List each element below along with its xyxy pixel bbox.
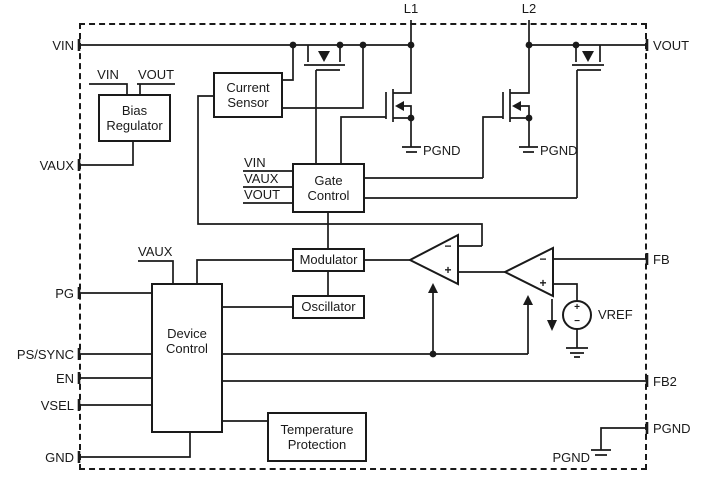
wire-l1-branch bbox=[393, 20, 412, 94]
wire-current-sensor-bottom-tap bbox=[283, 45, 364, 109]
wire-comp2-plus-vref bbox=[553, 283, 578, 302]
bias-arrow-2-head bbox=[523, 295, 533, 305]
l1-pgnd-ground-symbol bbox=[402, 146, 421, 153]
output-mosfet bbox=[572, 45, 604, 198]
temperature-protection-label: Temperature Protection bbox=[280, 421, 354, 452]
wire-modulator-left bbox=[196, 259, 292, 283]
pin-label-vout: VOUT bbox=[653, 38, 690, 53]
l2-pgnd-ground-symbol bbox=[519, 146, 538, 153]
pin-label-fb: FB bbox=[653, 252, 670, 267]
gate-control-label: Gate Control bbox=[307, 172, 350, 203]
output-mosfet-diode-arrow bbox=[582, 51, 594, 62]
error-comparator-plus: + bbox=[444, 263, 452, 277]
modulator-label: Modulator bbox=[299, 252, 358, 268]
temperature-protection-block: Temperature Protection bbox=[267, 412, 367, 462]
wire-gate-input-underlines bbox=[243, 170, 292, 204]
vref-ground-symbol bbox=[566, 347, 588, 358]
current-sensor-block: Current Sensor bbox=[213, 72, 283, 118]
oscillator-block: Oscillator bbox=[292, 295, 365, 319]
bias-regulator-label: Bias Regulator bbox=[106, 102, 163, 133]
pin-label-l1: L1 bbox=[403, 1, 419, 16]
wire-vaux-tap bbox=[138, 260, 174, 283]
pgnd-bottom-ground-symbol bbox=[591, 449, 611, 456]
pgnd-ground-label-l1: PGND bbox=[423, 143, 461, 158]
pin-ticks bbox=[77, 39, 649, 463]
bias-input-vin-label: VIN bbox=[97, 67, 119, 82]
gate-input-vin-label: VIN bbox=[244, 155, 266, 170]
error-comparator-triangle bbox=[407, 233, 459, 286]
arrowheads bbox=[318, 51, 594, 331]
vref-label: VREF bbox=[598, 307, 633, 322]
error-comparator-minus: − bbox=[444, 239, 452, 253]
bias-regulator-block: Bias Regulator bbox=[98, 94, 171, 142]
wire-current-sensor-top-tap bbox=[283, 45, 294, 81]
pin-label-gnd: GND bbox=[45, 450, 74, 465]
wire-gnd-pin bbox=[79, 433, 191, 458]
wire-bias-vin-underline bbox=[89, 83, 128, 94]
vref-minus-sign: − bbox=[574, 316, 580, 327]
pgnd-ground-label-l2: PGND bbox=[540, 143, 578, 158]
feedback-comparator-minus: − bbox=[539, 252, 547, 266]
wire-current-sense-to-comparator bbox=[197, 95, 483, 246]
gate-control-block: Gate Control bbox=[292, 163, 365, 213]
current-sensor-label: Current Sensor bbox=[226, 79, 270, 110]
l2-mosfet bbox=[482, 89, 530, 178]
bias-input-vout-label: VOUT bbox=[137, 67, 175, 82]
junction-dots bbox=[289, 41, 580, 358]
l1-mosfet-body-arrow bbox=[395, 101, 404, 111]
pin-label-vsel: VSEL bbox=[40, 398, 74, 413]
vref-plus-sign: + bbox=[574, 302, 580, 313]
pin-label-vin: VIN bbox=[52, 38, 74, 53]
wire-bias-vout-underline bbox=[137, 83, 175, 94]
comparators bbox=[407, 233, 592, 330]
feedback-comparator-triangle bbox=[502, 246, 554, 298]
feedback-comparator-plus: + bbox=[539, 276, 547, 290]
device-vaux-tap-label: VAUX bbox=[138, 244, 173, 259]
l1-mosfet bbox=[340, 89, 412, 163]
gate-input-vout-label: VOUT bbox=[244, 187, 281, 202]
pin-label-fb2: FB2 bbox=[653, 374, 677, 389]
wire-pgnd-pin bbox=[600, 427, 647, 450]
input-mosfet bbox=[304, 45, 345, 163]
wire-vaux-pin bbox=[79, 142, 134, 166]
pin-label-pg: PG bbox=[55, 286, 74, 301]
device-control-block: Device Control bbox=[151, 283, 223, 433]
gate-input-vaux-label: VAUX bbox=[244, 171, 279, 186]
modulator-block: Modulator bbox=[292, 248, 365, 272]
vref-current-arrow-head bbox=[547, 320, 557, 331]
vref-source-circle bbox=[562, 300, 592, 330]
pin-label-l2: L2 bbox=[521, 1, 537, 16]
pin-label-pgnd: PGND bbox=[653, 421, 691, 436]
pin-label-en: EN bbox=[55, 371, 74, 386]
pgnd-ground-label-bottom: PGND bbox=[552, 450, 590, 465]
l2-mosfet-body-arrow bbox=[512, 101, 521, 111]
wire-l2-branch bbox=[510, 20, 530, 94]
pin-label-pssync: PS/SYNC bbox=[16, 347, 74, 362]
ic-boundary bbox=[79, 23, 647, 470]
device-control-label: Device Control bbox=[166, 325, 208, 356]
oscillator-label: Oscillator bbox=[301, 299, 356, 315]
bias-arrow-1-head bbox=[428, 283, 438, 293]
pin-label-vaux: VAUX bbox=[39, 158, 74, 173]
input-mosfet-diode-arrow bbox=[318, 51, 330, 62]
wires bbox=[79, 20, 647, 458]
